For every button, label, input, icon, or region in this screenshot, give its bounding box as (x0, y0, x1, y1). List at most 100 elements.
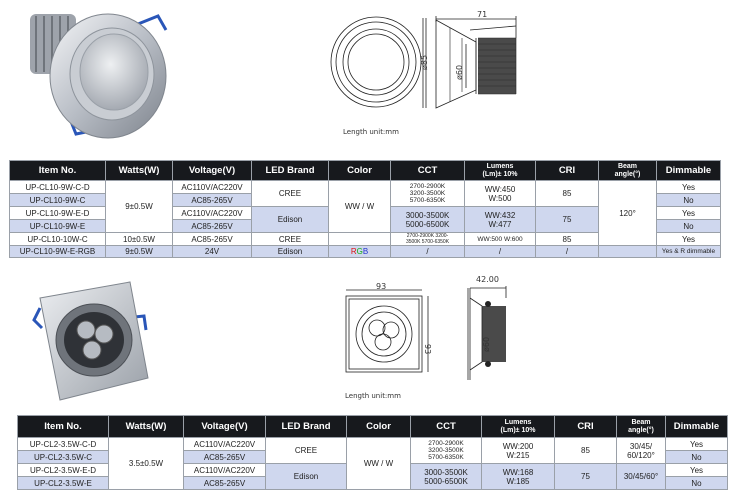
cri-cell: 75 (535, 206, 599, 233)
col-dimmable-header: Dimmable (656, 160, 721, 181)
dimmable-cell: No (656, 193, 721, 207)
dimmable-cell: No (656, 219, 721, 233)
beam-cell (598, 245, 657, 258)
spring-clip-left (32, 307, 44, 330)
lumens-cell: / (464, 245, 536, 258)
table-row: UP-CL2-3.5W-E AC85-265V No (17, 476, 728, 490)
col-item-header: Item No. (17, 415, 109, 438)
table-row: UP-CL10-9W-C AC85-265V No (9, 193, 721, 207)
led-cell: Edison (265, 463, 347, 490)
spec-table-square: Item No. Watts(W) Voltage(V) LED Brand C… (17, 415, 728, 490)
product-photo-square-downlight (32, 281, 149, 401)
voltage-cell: AC110V/AC220V (172, 180, 252, 194)
dimmable-cell: Yes (665, 437, 728, 451)
col-lumens-header: Lumens(Lm)± 10% (464, 160, 536, 181)
watts-cell: 3.5±0.5W (108, 437, 184, 490)
dimmable-cell: Yes (656, 180, 721, 194)
color-cell: WW / W (346, 437, 411, 490)
cri-cell: 75 (554, 463, 617, 490)
col-color-header: Color (328, 160, 391, 181)
table-row: UP-CL2-3.5W-E-D AC110V/AC220V Edison 300… (17, 463, 728, 490)
watts-cell: 9±0.5W (105, 180, 173, 233)
col-voltage-header: Voltage(V) (172, 160, 252, 181)
dim-dia-outer-1: ø85 (420, 54, 429, 70)
led-cell: Edison (251, 206, 329, 233)
watts-cell: 10±0.5W (105, 232, 173, 246)
cct-cell: 2700-2900K 3200-3500K 5700-6350K (390, 232, 465, 246)
spring-clip-right (137, 14, 168, 31)
col-color-header: Color (346, 415, 411, 438)
item-cell: UP-CL10-9W-E (9, 219, 106, 233)
col-voltage-header: Voltage(V) (183, 415, 266, 438)
item-cell: UP-CL10-9W-C-D (9, 180, 106, 194)
dimmable-cell: No (665, 476, 728, 490)
voltage-cell: AC110V/AC220V (183, 437, 266, 451)
voltage-cell: AC110V/AC220V (172, 206, 252, 220)
color-cell: WW / W (328, 180, 391, 233)
cct-cell: / (390, 245, 465, 258)
col-cct-header: CCT (390, 160, 465, 181)
length-unit-caption-2: Length unit:mm (345, 392, 401, 400)
col-lumens-header: Lumens(Lm)± 10% (481, 415, 555, 438)
col-dimmable-header: Dimmable (665, 415, 728, 438)
dim-height-2: 93 (423, 344, 432, 355)
dim-width-2: 93 (376, 282, 387, 291)
cri-cell: 85 (554, 437, 617, 464)
voltage-cell: AC85-265V (172, 219, 252, 233)
dimmable-cell: Yes & R dimmable (656, 245, 721, 258)
dim-width-1: 71 (477, 10, 488, 19)
dim-depth-2: 42.00 (476, 275, 499, 284)
length-unit-caption-1: Length unit:mm (343, 128, 399, 136)
lumens-cell: WW:500 W:600 (464, 232, 536, 246)
item-cell: UP-CL10-10W-C (9, 232, 106, 246)
item-cell: UP-CL10-9W-C (9, 193, 106, 207)
dimmable-cell: Yes (656, 232, 721, 246)
col-item-header: Item No. (9, 160, 106, 181)
table-row: UP-CL10-9W-E-RGB 9±0.5W 24V Edison RGB /… (9, 245, 721, 258)
voltage-cell: AC85-265V (172, 193, 252, 207)
voltage-cell: AC85-265V (183, 476, 266, 490)
item-cell: UP-CL2-3.5W-C (17, 450, 109, 464)
col-cct-header: CCT (410, 415, 482, 438)
diffuser-lens (79, 33, 149, 111)
beam-cell: 30/45/60° (616, 463, 666, 490)
dimension-drawing-square (345, 286, 507, 380)
table-row: UP-CL10-10W-C 10±0.5W AC85-265V CREE 270… (9, 232, 721, 246)
col-led-header: LED Brand (251, 160, 329, 181)
beam-cell: 30/45/60/120° (616, 437, 666, 464)
watts-cell: 9±0.5W (105, 245, 173, 258)
table-row: UP-CL2-3.5W-C-D 3.5±0.5W AC110V/AC220V C… (17, 437, 728, 490)
item-cell: UP-CL2-3.5W-E (17, 476, 109, 490)
led-cell: CREE (265, 437, 347, 464)
dimmable-cell: No (665, 450, 728, 464)
beam-cell: 120° (598, 180, 657, 246)
item-cell: UP-CL10-9W-E-D (9, 206, 106, 220)
spec-table-round: Item No. Watts(W) Voltage(V) LED Brand C… (9, 160, 721, 258)
voltage-cell: 24V (172, 245, 252, 258)
cri-cell: / (535, 245, 599, 258)
col-watts-header: Watts(W) (105, 160, 173, 181)
dim-dia-cut-2: ø60 (482, 336, 491, 352)
col-cri-header: CRI (535, 160, 599, 181)
voltage-cell: AC85-265V (172, 232, 252, 246)
col-cri-header: CRI (554, 415, 617, 438)
heatsink-side (482, 306, 506, 362)
col-led-header: LED Brand (265, 415, 347, 438)
item-cell: UP-CL10-9W-E-RGB (9, 245, 106, 258)
dimmable-cell: Yes (665, 463, 728, 477)
cri-cell: 85 (535, 232, 599, 246)
dim-dia-cut-1: ø60 (455, 64, 464, 80)
color-cell-rgb: RGB (328, 245, 391, 258)
table-row: UP-CL10-9W-C-D 9±0.5W AC110V/AC220V CREE… (9, 180, 721, 246)
dimension-drawing-round (330, 16, 517, 109)
cri-cell: 85 (535, 180, 599, 207)
